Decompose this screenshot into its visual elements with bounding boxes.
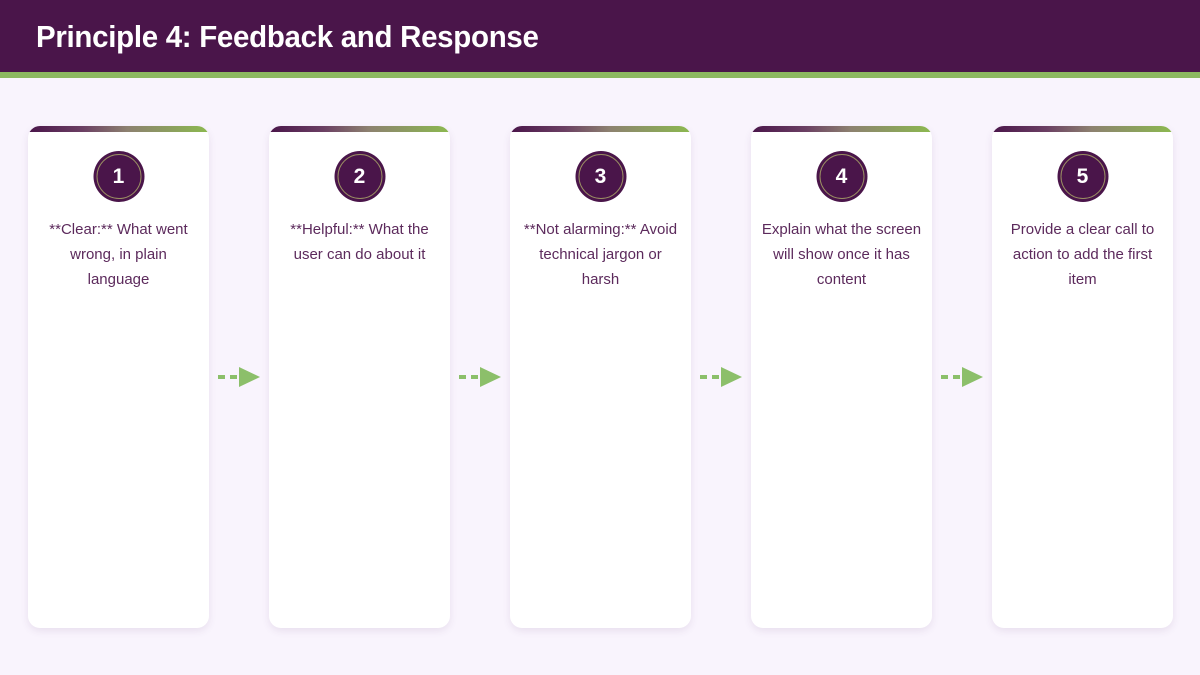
step-card-1[interactable]: 1 **Clear:** What went wrong, in plain l… xyxy=(28,126,209,628)
card-gradient-bar xyxy=(269,126,450,132)
step-number-badge: 4 xyxy=(816,151,867,202)
process-steps-row: 1 **Clear:** What went wrong, in plain l… xyxy=(28,126,1173,630)
page-title: Principle 4: Feedback and Response xyxy=(36,18,539,54)
step-card-2[interactable]: 2 **Helpful:** What the user can do abou… xyxy=(269,126,450,628)
card-gradient-bar xyxy=(751,126,932,132)
arrow-head-triangle xyxy=(480,367,501,387)
arrow-right-icon xyxy=(691,126,751,628)
step-number-label: 1 xyxy=(112,165,125,188)
arrow-right-icon xyxy=(932,126,992,628)
slide-header: Principle 4: Feedback and Response xyxy=(0,0,1200,72)
card-gradient-bar xyxy=(510,126,691,132)
connector-4 xyxy=(932,126,992,628)
step-number-label: 2 xyxy=(353,165,366,188)
arrow-right-icon xyxy=(450,126,510,628)
step-number-badge: 1 xyxy=(93,151,144,202)
step-card-4[interactable]: 4 Explain what the screen will show once… xyxy=(751,126,932,628)
step-description: **Clear:** What went wrong, in plain lan… xyxy=(49,221,188,288)
step-number-badge: 5 xyxy=(1057,151,1108,202)
step-description: Provide a clear call to action to add th… xyxy=(1010,221,1155,288)
arrow-head-triangle xyxy=(962,367,983,387)
step-description: **Not alarming:** Avoid technical jargon… xyxy=(523,221,678,288)
arrow-dashed-line xyxy=(700,375,722,379)
step-number-label: 3 xyxy=(594,165,607,188)
arrow-head-triangle xyxy=(239,367,260,387)
step-number-label: 4 xyxy=(835,165,848,188)
arrow-right-icon xyxy=(209,126,269,628)
step-number-badge: 3 xyxy=(575,151,626,202)
step-description: **Helpful:** What the user can do about … xyxy=(290,221,429,263)
step-card-3[interactable]: 3 **Not alarming:** Avoid technical jarg… xyxy=(510,126,691,628)
arrow-dashed-line xyxy=(218,375,240,379)
step-number-label: 5 xyxy=(1076,165,1089,188)
card-gradient-bar xyxy=(992,126,1173,132)
card-gradient-bar xyxy=(28,126,209,132)
connector-1 xyxy=(209,126,269,628)
step-description: Explain what the screen will show once i… xyxy=(761,221,922,288)
step-card-5[interactable]: 5 Provide a clear call to action to add … xyxy=(992,126,1173,628)
step-number-badge: 2 xyxy=(334,151,385,202)
connector-2 xyxy=(450,126,510,628)
arrow-head-triangle xyxy=(721,367,742,387)
header-accent-bar xyxy=(0,72,1200,78)
connector-3 xyxy=(691,126,751,628)
arrow-dashed-line xyxy=(459,375,481,379)
arrow-dashed-line xyxy=(941,375,963,379)
